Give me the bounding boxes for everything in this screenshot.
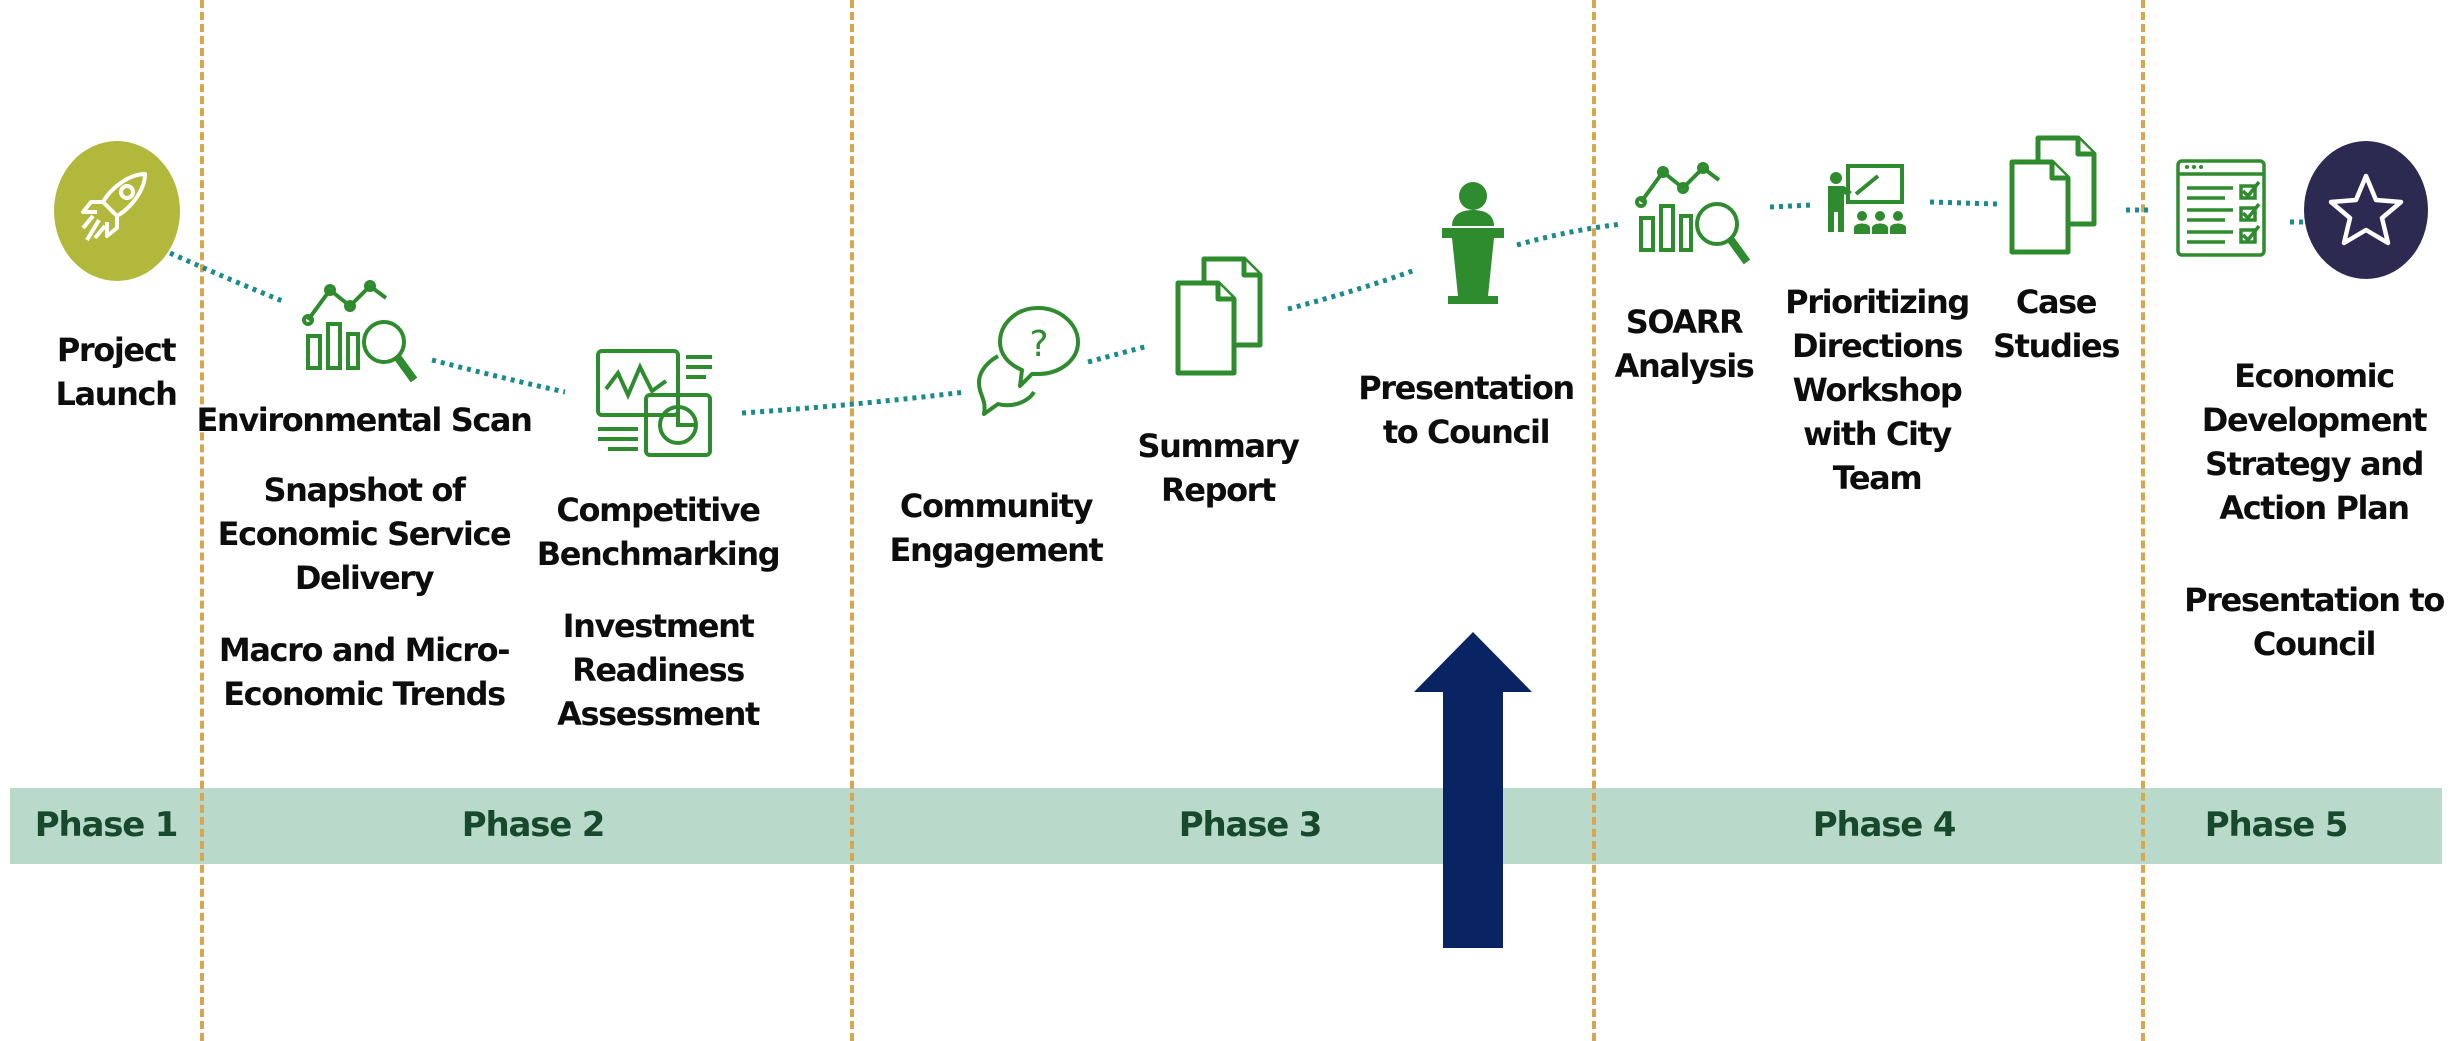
bar-chart-magnifier-icon: [302, 280, 418, 383]
label-economic-development-strategy: Economic Development Strategy and Action…: [2201, 357, 2428, 527]
rocket-icon: [54, 141, 180, 281]
dashboard-charts-icon: [596, 349, 712, 457]
label-competitive-benchmarking: Competitive Benchmarking: [536, 491, 781, 573]
phase-5-label: Phase 5: [2204, 805, 2349, 845]
up-arrow-icon: [1414, 632, 1532, 948]
phase-4-label: Phase 4: [1812, 805, 1957, 845]
documents-icon: [2009, 135, 2097, 255]
speaker-podium-icon: [1442, 182, 1504, 304]
label-summary-report: Summary Report: [1137, 427, 1300, 509]
phase-divider-2-3: [850, 0, 854, 1041]
question-speech-bubbles-icon: ?: [977, 306, 1080, 416]
phase-1-label: Phase 1: [34, 805, 179, 845]
label-prioritizing-directions-workshop: Prioritizing Directions Workshop with Ci…: [1785, 283, 1970, 497]
bar-chart-magnifier-icon: [1635, 162, 1751, 265]
phase-2-label: Phase 2: [461, 805, 606, 845]
phase-divider-4-5: [2141, 0, 2145, 1041]
label-macro-micro-economic-trends: Macro and Micro- Economic Trends: [218, 631, 511, 713]
phase-divider-1-2: [200, 0, 204, 1041]
label-final-presentation-to-council: Presentation to Council: [2184, 581, 2445, 663]
label-project-launch: Project Launch: [55, 331, 178, 413]
label-community-engagement: Community Engagement: [889, 487, 1104, 569]
label-snapshot-economic-service-delivery: Snapshot of Economic Service Delivery: [217, 471, 512, 597]
documents-icon: [1175, 256, 1263, 376]
svg-text:?: ?: [1029, 324, 1048, 365]
label-environmental-scan: Environmental Scan: [196, 401, 532, 439]
label-presentation-to-council: Presentation to Council: [1358, 369, 1575, 451]
phase-3-label: Phase 3: [1178, 805, 1323, 845]
presenter-audience-icon: [1828, 164, 1906, 234]
label-investment-readiness-assessment: Investment Readiness Assessment: [557, 607, 760, 733]
phase-band: [10, 788, 2442, 864]
checklist-icon: [2176, 159, 2266, 257]
label-soarr-analysis: SOARR Analysis: [1614, 303, 1755, 385]
star-icon: [2304, 141, 2428, 279]
label-case-studies: Case Studies: [1993, 283, 2120, 365]
phase-divider-3-4: [1592, 0, 1596, 1041]
